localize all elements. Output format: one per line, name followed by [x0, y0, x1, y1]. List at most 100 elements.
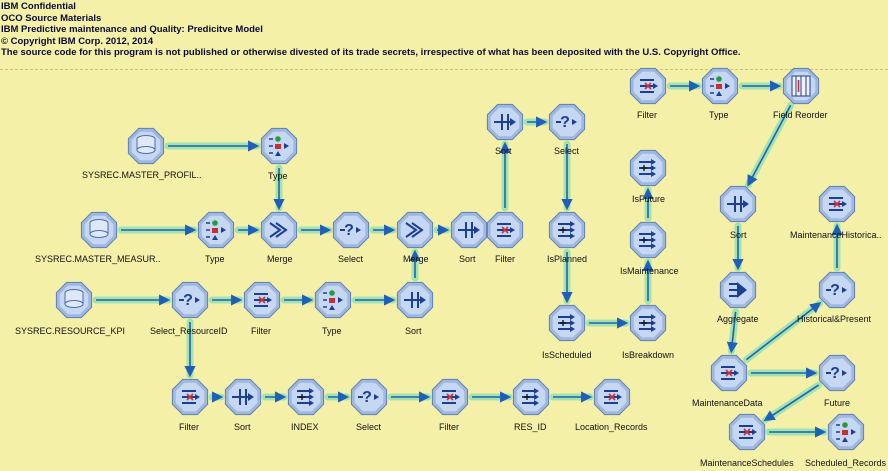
node-aggregate[interactable]: Aggregate	[717, 271, 759, 324]
node-label: Location_Records	[575, 422, 648, 432]
header-line-oco: OCO Source Materials	[1, 12, 102, 24]
node-filter_b1[interactable]: Filter	[171, 378, 209, 432]
select-icon: ?	[556, 114, 577, 131]
node-label: MaintenanceHistorica..	[790, 230, 882, 240]
connector-fieldreorder-sort_r	[744, 101, 795, 189]
node-sort_b[interactable]: Sort	[224, 378, 262, 432]
node-layer[interactable]: SYSREC.MASTER_PROFIL.. SYSREC.MASTER_MEAS…	[15, 67, 887, 468]
filter-icon	[640, 79, 658, 93]
node-msched[interactable]: MaintenanceSchedules	[700, 413, 794, 468]
node-loc[interactable]: Location_Records	[575, 378, 648, 432]
node-filter_b2[interactable]: Filter	[431, 378, 469, 432]
select-icon: ?	[358, 389, 379, 406]
node-db1[interactable]: SYSREC.MASTER_PROFIL..	[82, 127, 202, 180]
node-select_b[interactable]: ? Select	[350, 378, 388, 432]
filter-icon	[254, 293, 272, 307]
node-ismaintenance[interactable]: IsMaintenance	[620, 221, 679, 276]
copyright-header: IBM Confidential OCO Source Materials IB…	[1, 1, 741, 59]
node-label: Filter	[251, 326, 271, 336]
node-label: Aggregate	[717, 314, 759, 324]
node-type2[interactable]: Type	[197, 211, 235, 264]
sort-icon	[232, 389, 254, 405]
node-filter_tr[interactable]: Filter	[629, 67, 667, 120]
derive-icon	[522, 388, 539, 406]
node-isbreakdown[interactable]: IsBreakdown	[622, 304, 674, 360]
database-icon	[136, 135, 156, 154]
aggregate-icon	[729, 282, 747, 298]
select-icon: ?	[826, 365, 847, 382]
node-sort1[interactable]: Sort	[450, 211, 488, 264]
node-label: INDEX	[291, 422, 319, 432]
node-select_top[interactable]: ?Select	[548, 103, 586, 156]
node-label: MaintenanceData	[692, 398, 763, 408]
node-merge2[interactable]: Merge	[396, 211, 434, 264]
header-divider	[0, 69, 888, 70]
filter-icon	[604, 390, 622, 404]
node-type_top[interactable]: Type	[260, 127, 298, 181]
select-icon: ?	[340, 222, 361, 239]
node-histpresent[interactable]: ? Historical&Present	[797, 271, 872, 324]
sort-icon	[727, 196, 749, 212]
node-select_rid[interactable]: ? Select_ResourceID	[150, 281, 228, 336]
sort-icon	[458, 222, 480, 238]
node-mhist[interactable]: MaintenanceHistorica..	[790, 185, 882, 240]
node-isscheduled[interactable]: IsScheduled	[542, 304, 592, 360]
filter-icon	[829, 197, 847, 211]
node-res_id[interactable]: RES_ID	[512, 378, 550, 432]
database-icon	[64, 289, 84, 308]
node-filter2[interactable]: Filter	[243, 281, 281, 336]
node-type3[interactable]: Type	[314, 281, 352, 336]
node-sort_r[interactable]: Sort	[719, 185, 757, 240]
type-icon	[836, 422, 856, 442]
connector-aggregate-mdata	[726, 308, 740, 355]
node-sort_top[interactable]: Sort	[486, 103, 524, 156]
node-db3[interactable]: SYSREC.RESOURCE_KPI	[15, 281, 125, 336]
svg-text:?: ?	[344, 222, 354, 239]
derive-icon	[558, 314, 575, 332]
filter-icon	[182, 390, 200, 404]
node-fieldreorder[interactable]: Field Reorder	[773, 67, 828, 120]
node-label: IsPlanned	[547, 254, 587, 264]
derive-icon	[639, 159, 656, 177]
node-merge[interactable]: Merge	[260, 211, 298, 264]
node-db2[interactable]: SYSREC.MASTER_MEASUR..	[35, 211, 161, 264]
node-isfuture[interactable]: IsFuture	[629, 149, 667, 204]
node-type_tr[interactable]: Type	[701, 67, 739, 120]
node-label: IsFuture	[632, 194, 665, 204]
node-label: Historical&Present	[797, 314, 872, 324]
node-index[interactable]: INDEX	[287, 378, 325, 432]
derive-icon	[639, 231, 656, 249]
node-label: Sort	[405, 326, 422, 336]
node-filter1[interactable]: Filter	[486, 211, 524, 264]
node-isplanned[interactable]: IsPlanned	[547, 211, 587, 264]
node-label: SYSREC.MASTER_PROFIL..	[82, 170, 202, 180]
node-label: IsScheduled	[542, 350, 592, 360]
node-label: Sort	[234, 422, 251, 432]
node-label: SYSREC.RESOURCE_KPI	[15, 326, 125, 336]
node-label: Sort	[459, 254, 476, 264]
node-label: Type	[322, 326, 342, 336]
type-icon	[206, 220, 226, 240]
node-select1[interactable]: ?Select	[332, 211, 370, 264]
node-future[interactable]: ?Future	[818, 354, 856, 408]
filter-icon	[442, 390, 460, 404]
field-reorder-icon	[791, 75, 811, 97]
node-label: Scheduled_Records	[805, 458, 887, 468]
node-label: MaintenanceSchedules	[700, 458, 794, 468]
node-label: Select	[356, 422, 382, 432]
filter-icon	[497, 223, 515, 237]
svg-text:?: ?	[830, 282, 840, 299]
node-label: Select_ResourceID	[150, 326, 228, 336]
derive-icon	[297, 388, 314, 406]
database-icon	[89, 219, 109, 238]
node-schedrec[interactable]: Scheduled_Records	[805, 413, 887, 468]
select-icon: ?	[179, 292, 200, 309]
node-mdata[interactable]: MaintenanceData	[692, 354, 763, 408]
node-sort2[interactable]: Sort	[396, 281, 434, 336]
svg-text:?: ?	[183, 292, 193, 309]
node-label: Filter	[179, 422, 199, 432]
node-label: Sort	[730, 230, 747, 240]
header-line-copyright: © Copyright IBM Corp. 2012, 2014	[1, 35, 154, 47]
node-label: Type	[709, 110, 729, 120]
